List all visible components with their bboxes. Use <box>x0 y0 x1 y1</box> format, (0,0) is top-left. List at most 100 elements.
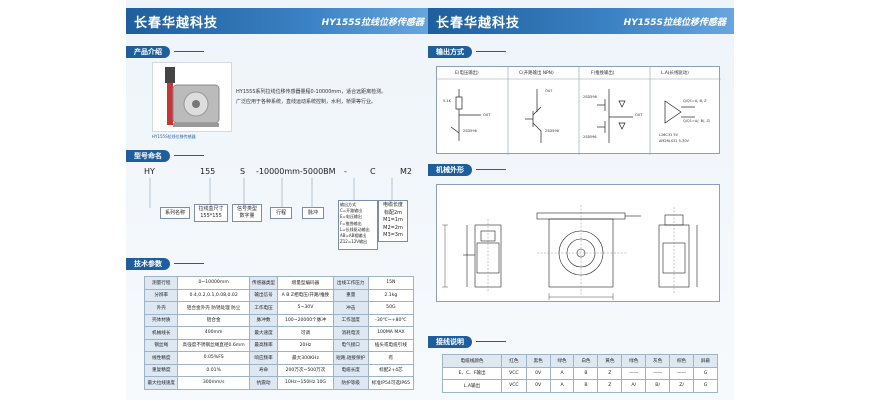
spec-label: 重复精度 <box>143 363 179 377</box>
wiring-cell: VCC <box>501 379 527 393</box>
e-note-res: 5.1K <box>443 99 451 103</box>
spec-value: 0.05%FS <box>177 351 250 365</box>
wiring-cell: L.A输出 <box>441 379 503 393</box>
spec-value: 铝合金外壳 防锈处理 防尘 <box>177 301 250 315</box>
section-mech: 机械外形 <box>428 164 506 176</box>
c-note-out: OUT <box>545 89 553 93</box>
wiring-header-cell: 黑色 <box>525 354 551 368</box>
spec-label: 出线工作压力 <box>332 276 369 290</box>
wiring-cell: 0V <box>525 366 551 380</box>
wiring-cell: B/ <box>645 379 671 393</box>
wiring-cell: A <box>549 379 575 393</box>
wiring-cell: 0V <box>525 379 551 393</box>
wiring-header-row: 电缆线颜色红色黑色绿色白色黄色绿色灰色棕色屏蔽 <box>441 354 718 368</box>
spec-label: 寿命 <box>248 363 279 377</box>
spec-label: 响应频率 <box>248 351 279 365</box>
wiring-header-cell: 红色 <box>501 354 527 368</box>
wiring-header-cell: 绿色 <box>621 354 647 368</box>
spec-value: 铝合金 <box>177 313 250 327</box>
wiring-cell: Z <box>597 379 623 393</box>
spec-label: 脉冲数 <box>248 313 279 327</box>
model-box-series: 系列名称 <box>160 207 190 219</box>
f-note-out: OUT <box>635 113 643 117</box>
wiring-header-cell: 屏蔽 <box>693 354 718 368</box>
spec-label: 测量行程 <box>143 276 179 290</box>
spec-value: A B Z相电压/开路/推挽 <box>277 288 334 302</box>
output-circuits: E(电压输出) C(开路输出 NPN) F(推挽输出) L.A(长线驱动) 5.… <box>436 66 721 155</box>
spec-label: 机械线长 <box>143 326 179 340</box>
spec-value: 最大300KHz <box>277 351 334 365</box>
l-note-3: L26C31 5V <box>659 133 679 137</box>
section-intro: 产品介绍 <box>126 46 204 58</box>
spec-label: 分辨率 <box>143 288 179 302</box>
spec-value: 0.4,0.2,0.1,0.08,0.02 <box>177 288 250 302</box>
spec-value: 200万次~500万次 <box>277 363 334 377</box>
model-box-signal: 信号类型 数字量 <box>232 204 262 222</box>
wiring-cell: G <box>693 379 718 393</box>
company-name-2: 长春华越科技 <box>436 16 521 31</box>
spec-label: 短路,短接保护 <box>332 351 369 365</box>
spec-label: 抗震动 <box>248 376 279 390</box>
header-band-2: 长春华越科技 HY155S拉线位移传感器 <box>428 8 734 34</box>
spec-value: 10Hz~150Hz 10G <box>277 376 334 390</box>
e-note-out: OUT <box>483 113 491 117</box>
spec-value: 有 <box>367 351 415 365</box>
spec-value: 2.1kg <box>367 288 415 302</box>
spec-value: 0~10000mm <box>177 276 250 290</box>
spec-value: 可调 <box>277 326 334 340</box>
product-image <box>152 62 232 132</box>
spec-value: -30℃~+80℃ <box>367 313 415 327</box>
spec-value: 插头或电缆引线 <box>367 338 415 352</box>
wiring-cell: —— <box>645 366 671 380</box>
code-size: 155 <box>200 167 216 176</box>
e-note-tr: 2SD596 <box>463 129 477 133</box>
code-dash: - <box>344 167 347 176</box>
wiring-cell: Z <box>597 366 623 380</box>
code-cable: M2 <box>400 167 412 176</box>
spec-label: 电缆长度 <box>332 363 369 377</box>
header-band: 长春华越科技 HY155S拉线位移传感器 <box>126 8 432 34</box>
spec-value: 100~20000个脉冲 <box>277 313 334 327</box>
wiring-header-cell: 棕色 <box>669 354 695 368</box>
spec-label: 外壳 <box>143 301 179 315</box>
wiring-cell: VCC <box>501 366 527 380</box>
spec-value: 增量型编码器 <box>277 276 334 290</box>
code-stroke: -10000mm-5000BM <box>256 167 336 176</box>
spec-label: 消耗电流 <box>332 326 369 340</box>
product-title-2: HY155S拉线位移传感器 <box>623 18 726 28</box>
wiring-cell: Z/ <box>669 379 695 393</box>
mechanical-drawing <box>436 184 720 302</box>
code-output: C <box>370 167 376 176</box>
model-box-pulse: 脉冲 <box>302 207 324 219</box>
wiring-cell: A/ <box>621 379 647 393</box>
spec-label: 传感器类型 <box>248 276 279 290</box>
intro-line-2: 广泛应用于各种系统，直线运动系统控制，水利，桥梁等行业。 <box>236 99 377 105</box>
section-model: 型号命名 <box>126 150 204 162</box>
code-series: HY <box>144 167 155 176</box>
spec-label: 最大拉线速度 <box>143 376 179 390</box>
model-box-size: 拉线盒尺寸 155*155 <box>194 204 228 222</box>
wiring-header-cell: 灰色 <box>645 354 671 368</box>
l-note-2: Q/Q1=A/, B/, Z/ <box>683 119 711 123</box>
spec-label: 最大速度 <box>248 326 279 340</box>
model-box-stroke: 行程 <box>270 207 292 219</box>
spec-value: 300mm/s <box>177 376 250 390</box>
product-title: HY155S拉线位移传感器 <box>321 18 424 28</box>
spec-label: 工作电压 <box>248 301 279 315</box>
spec-value: 高强度不锈钢丝绳直径0.6mm <box>177 338 250 352</box>
c-note-tr: 2SD596 <box>545 129 559 133</box>
spec-value: 5~30V <box>277 301 334 315</box>
spec-label: 重量 <box>332 288 369 302</box>
l-note-4: AM26LS31 5-30V <box>659 139 689 143</box>
